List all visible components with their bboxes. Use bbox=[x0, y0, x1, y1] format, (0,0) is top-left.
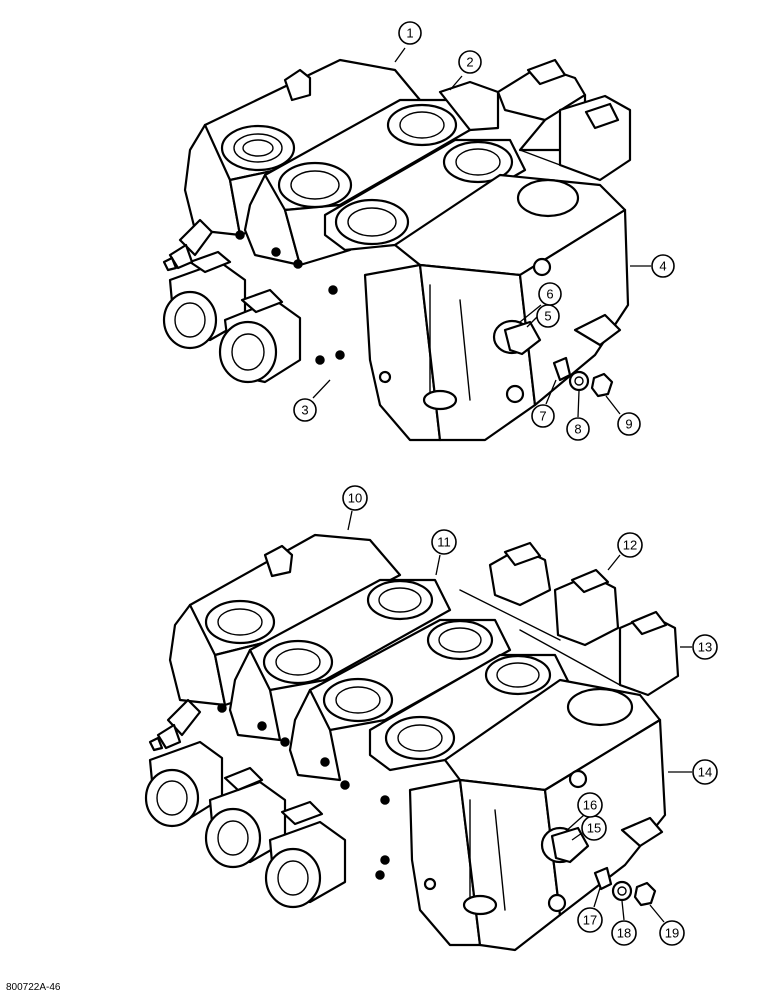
callout-18: 18 bbox=[611, 920, 637, 946]
svg-text:17: 17 bbox=[583, 913, 597, 928]
lower-callouts: 10 11 12 13 14 15 16 17 18 bbox=[342, 485, 718, 946]
callout-19: 19 bbox=[659, 920, 685, 946]
svg-text:2: 2 bbox=[466, 55, 473, 70]
upper-tie-bolts bbox=[235, 230, 345, 365]
upper-rear-spool-housing bbox=[496, 58, 632, 182]
callout-7: 7 bbox=[531, 404, 555, 428]
lower-stud-washer-nut bbox=[593, 866, 657, 907]
callout-16: 16 bbox=[577, 792, 603, 818]
callout-4: 4 bbox=[651, 254, 675, 278]
lower-spool-cap-1 bbox=[144, 740, 224, 828]
lower-section-body-4 bbox=[368, 653, 572, 772]
upper-spool-cap-2 bbox=[218, 288, 302, 384]
callout-1: 1 bbox=[398, 21, 422, 45]
svg-text:7: 7 bbox=[539, 409, 546, 424]
lower-plug-with-o-ring bbox=[540, 769, 590, 913]
svg-text:5: 5 bbox=[544, 309, 551, 324]
svg-text:8: 8 bbox=[574, 422, 581, 437]
lower-end-cover bbox=[408, 678, 667, 952]
lower-spool-cap-3 bbox=[264, 800, 347, 909]
svg-text:11: 11 bbox=[437, 535, 451, 550]
lower-section-body-2 bbox=[228, 578, 452, 742]
lower-tie-bolts bbox=[217, 703, 390, 880]
svg-text:12: 12 bbox=[623, 538, 637, 553]
callout-9: 9 bbox=[617, 412, 641, 436]
svg-text:9: 9 bbox=[625, 417, 632, 432]
svg-text:10: 10 bbox=[348, 491, 362, 506]
figure-reference-number: 800722A-46 bbox=[6, 982, 61, 993]
svg-text:14: 14 bbox=[698, 765, 712, 780]
upper-end-cover bbox=[363, 173, 630, 442]
svg-text:15: 15 bbox=[587, 821, 601, 836]
upper-relief-valve-fitting bbox=[162, 218, 214, 272]
svg-text:16: 16 bbox=[583, 798, 597, 813]
callout-13: 13 bbox=[692, 634, 718, 660]
upper-section-body-3 bbox=[323, 138, 527, 252]
svg-text:18: 18 bbox=[617, 926, 631, 941]
upper-valve-assembly bbox=[162, 58, 632, 442]
lower-section-body-3 bbox=[288, 618, 512, 782]
svg-text:4: 4 bbox=[659, 259, 666, 274]
svg-text:19: 19 bbox=[665, 926, 679, 941]
callout-17: 17 bbox=[577, 907, 603, 933]
callout-12: 12 bbox=[617, 532, 643, 558]
svg-text:3: 3 bbox=[301, 403, 308, 418]
lower-rear-spool-housing bbox=[459, 541, 680, 697]
callout-14: 14 bbox=[692, 759, 718, 785]
svg-text:13: 13 bbox=[698, 640, 712, 655]
callout-2: 2 bbox=[458, 50, 482, 74]
upper-stud-washer-nut bbox=[552, 356, 614, 398]
upper-callouts: 1 2 3 4 5 6 7 8 9 bbox=[293, 21, 675, 441]
callout-8: 8 bbox=[566, 417, 590, 441]
callout-10: 10 bbox=[342, 485, 368, 511]
lower-valve-assembly bbox=[144, 533, 680, 952]
callout-15: 15 bbox=[581, 815, 607, 841]
lower-relief-valve-fitting bbox=[148, 698, 202, 752]
svg-text:6: 6 bbox=[546, 287, 553, 302]
callout-6: 6 bbox=[538, 282, 562, 306]
svg-text:1: 1 bbox=[406, 26, 413, 41]
callout-11: 11 bbox=[431, 529, 457, 555]
upper-plug-with-o-ring bbox=[492, 257, 552, 404]
callout-5: 5 bbox=[536, 304, 560, 328]
upper-section-body-2 bbox=[243, 80, 500, 267]
callout-3: 3 bbox=[293, 398, 317, 422]
